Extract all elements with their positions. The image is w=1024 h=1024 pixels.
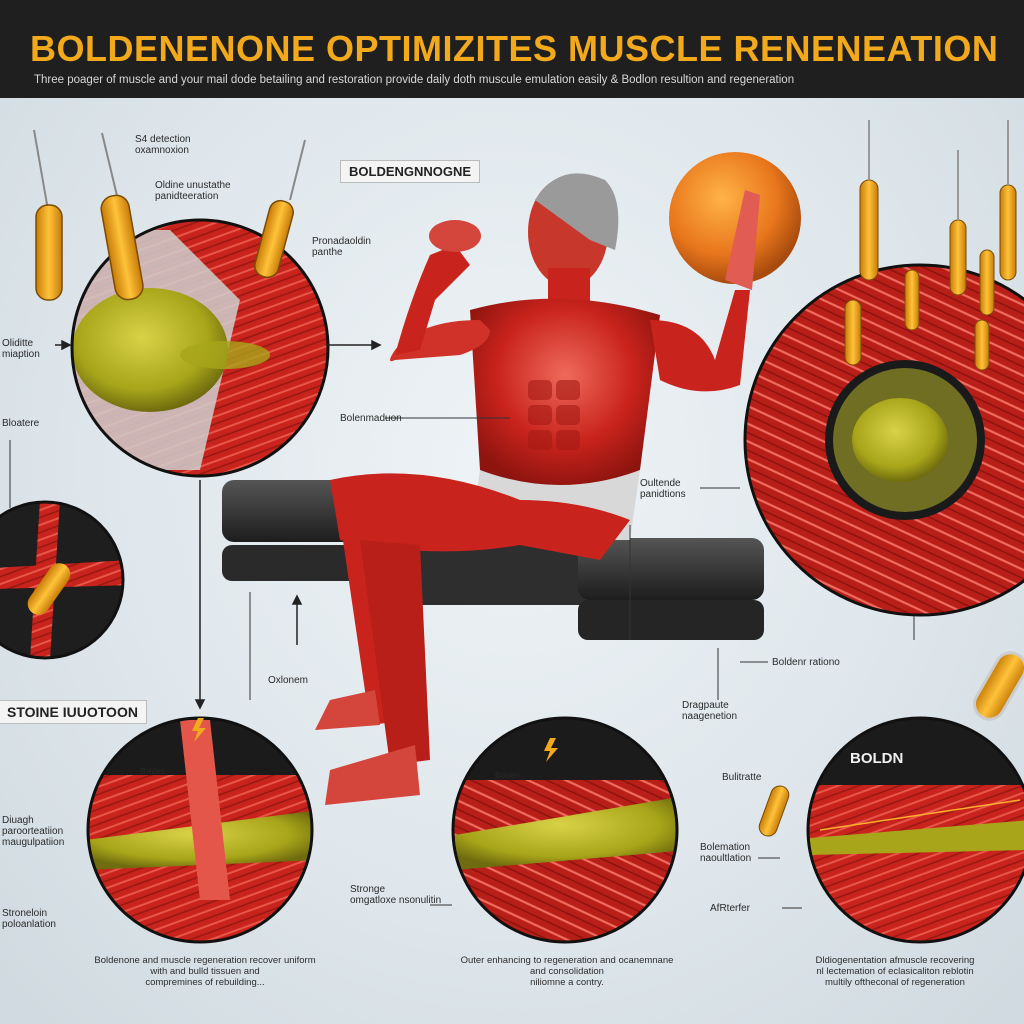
syringe-cluster (844, 120, 1017, 371)
bottom-left-circle (86, 716, 314, 944)
page-title: BOLDENENONE OPTIMIZITES MUSCLE RENENEATI… (30, 28, 999, 69)
callout-c9: Oxlonem (268, 675, 309, 686)
capsule-icon (973, 651, 1024, 721)
callout-c10: Dragpaute naagenetion (682, 700, 738, 722)
callout-c18: Stroneloin poloanlation (2, 908, 56, 930)
callout-c15: Stronge omgatloxe nsonulitin (350, 884, 442, 906)
callout-c14: Bolemation naoultlation (700, 842, 752, 864)
bottom-middle-circle (451, 716, 679, 944)
callout-c2: Oldine unustathe panidteeration (155, 180, 231, 202)
callout-c4: Oliditte miaption (2, 338, 40, 360)
capsule-icon (758, 785, 790, 837)
syringe-icon (254, 139, 306, 279)
callout-c3: Pronadaoldin panthe (312, 236, 371, 258)
bottom-right-circle (806, 716, 1024, 944)
callout-c7: Oultende panidtions (640, 478, 686, 500)
caption-right: Dldiogenentation afmuscle recovering nl … (815, 955, 975, 988)
callout-c16: AfRterfer (710, 903, 751, 914)
side-tag: STOINE IUUOTOON (0, 700, 147, 724)
orange-ball (669, 152, 801, 284)
callout-c12: Bolden (495, 771, 520, 780)
header-banner: BOLDENENONE OPTIMIZITES MUSCLE RENENEATI… (0, 0, 1024, 98)
callout-c6: Bolenmaduon (340, 413, 402, 424)
boldn-label: BOLDN (850, 750, 904, 767)
caption-middle: Outer enhancing to regeneration and ocan… (460, 955, 674, 988)
left-capsule-circle (0, 500, 125, 660)
top-left-muscle-circle (70, 218, 330, 478)
callout-c13: Bulitratte (722, 772, 762, 783)
syringe-icon (33, 129, 63, 301)
page-subtitle: Three poager of muscle and your mail dod… (34, 74, 795, 86)
syringe-icon (100, 132, 144, 301)
leader-lines (9, 417, 915, 909)
right-muscle-circle (743, 263, 1024, 617)
lightning-icon (192, 718, 558, 762)
callout-c11: Bolden (140, 767, 165, 776)
callout-c1: S4 detection oxamnoxion (135, 134, 191, 156)
top-tag: BOLDENGNNOGNE (340, 160, 481, 183)
callout-c17: Diuagh paroorteatiion maugulpatiion (2, 815, 65, 848)
arrow-icon (55, 339, 382, 710)
callout-c5: Bloatere (2, 418, 40, 429)
anatomical-figure (315, 173, 760, 805)
caption-left: Boldenone and muscle regeneration recove… (94, 955, 316, 988)
callout-c8: Boldenr rationo (772, 657, 840, 668)
